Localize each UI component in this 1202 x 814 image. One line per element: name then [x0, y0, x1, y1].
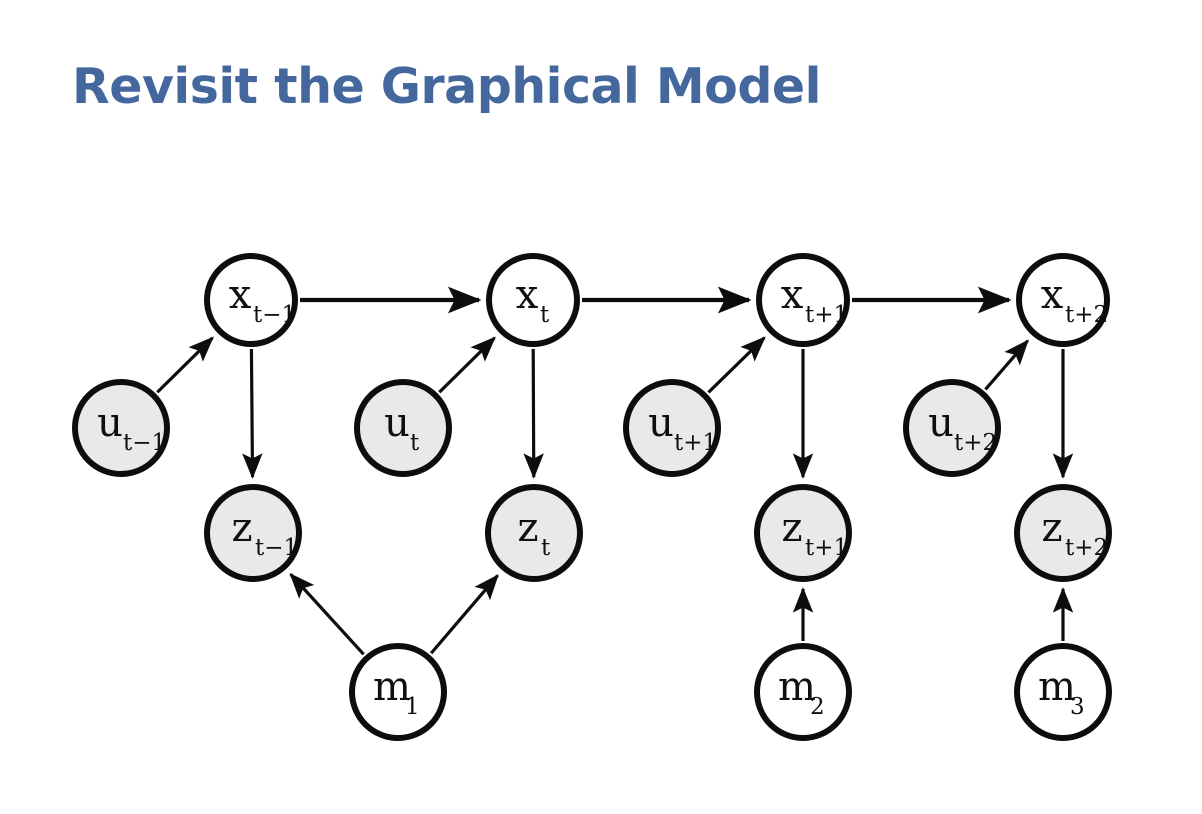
node-subscript-z-tm1: t−1	[255, 535, 298, 561]
node-circle-u-tp1	[623, 379, 721, 477]
node-subscript-z-tp2: t+2	[1065, 535, 1108, 561]
edge-u-tm1-to-x-tm1	[156, 336, 214, 394]
edge-layer	[156, 286, 1074, 656]
node-circle-z-tp2	[1014, 484, 1112, 582]
node-label-x-t: x	[516, 272, 539, 318]
node-label-z-tm1: z	[231, 505, 252, 551]
node-circle-u-t	[354, 379, 452, 477]
edge-u-tp1-to-x-tp1	[707, 336, 766, 394]
edge-m1-to-z-t	[429, 574, 499, 655]
node-label-x-tp2: x	[1041, 272, 1064, 318]
node-m-3[interactable]: m3	[1014, 643, 1112, 741]
node-circle-z-t	[485, 484, 583, 582]
node-subscript-m-2: 2	[810, 694, 825, 720]
node-label-u-tp1: u	[648, 400, 674, 446]
node-circle-m-1	[349, 643, 447, 741]
node-circle-x-t	[486, 253, 580, 347]
node-subscript-u-tp1: t+1	[674, 430, 717, 456]
node-subscript-m-1: 1	[405, 694, 420, 720]
node-label-u-tp2: u	[928, 400, 954, 446]
node-label-z-tp2: z	[1041, 505, 1062, 551]
node-label-m-2: m	[778, 664, 816, 710]
node-circle-x-tp1	[756, 253, 850, 347]
node-label-x-tp1: x	[781, 272, 804, 318]
node-subscript-u-tp2: t+2	[954, 430, 997, 456]
node-subscript-u-tm1: t−1	[123, 430, 166, 456]
edge-u-tp2-to-x-tp2	[984, 339, 1029, 391]
node-label-m-3: m	[1038, 664, 1076, 710]
edge-x-t-to-z-t	[523, 348, 544, 479]
node-circle-x-tp2	[1016, 253, 1110, 347]
node-subscript-x-tp1: t+1	[805, 302, 848, 328]
node-subscript-x-tp2: t+2	[1065, 302, 1108, 328]
page-title: Revisit the Graphical Model	[72, 58, 821, 115]
node-label-m-1: m	[373, 664, 411, 710]
node-circle-u-tp2	[903, 379, 1001, 477]
node-subscript-z-t: t	[541, 535, 551, 561]
node-label-z-t: z	[517, 505, 538, 551]
node-subscript-x-t: t	[540, 302, 550, 328]
edge-m1-to-z-tm1	[289, 572, 365, 656]
node-circle-u-tm1	[72, 379, 170, 477]
node-label-u-t: u	[384, 400, 410, 446]
node-circle-z-tp1	[754, 484, 852, 582]
node-subscript-u-t: t	[410, 430, 420, 456]
node-circle-m-2	[754, 643, 852, 741]
node-subscript-x-tm1: t−1	[253, 302, 296, 328]
edge-u-t-to-x-t	[438, 336, 496, 394]
edge-x-tm1-to-z-tm1	[242, 348, 263, 479]
node-label-x-tm1: x	[229, 272, 252, 318]
node-circle-x-tm1	[204, 253, 298, 347]
node-label-z-tp1: z	[781, 505, 802, 551]
node-subscript-m-3: 3	[1070, 694, 1085, 720]
node-m-1[interactable]: m1	[349, 643, 447, 741]
node-circle-m-3	[1014, 643, 1112, 741]
node-label-u-tm1: u	[97, 400, 123, 446]
node-subscript-z-tp1: t+1	[805, 535, 848, 561]
node-circle-z-tm1	[204, 484, 302, 582]
node-m-2[interactable]: m2	[754, 643, 852, 741]
